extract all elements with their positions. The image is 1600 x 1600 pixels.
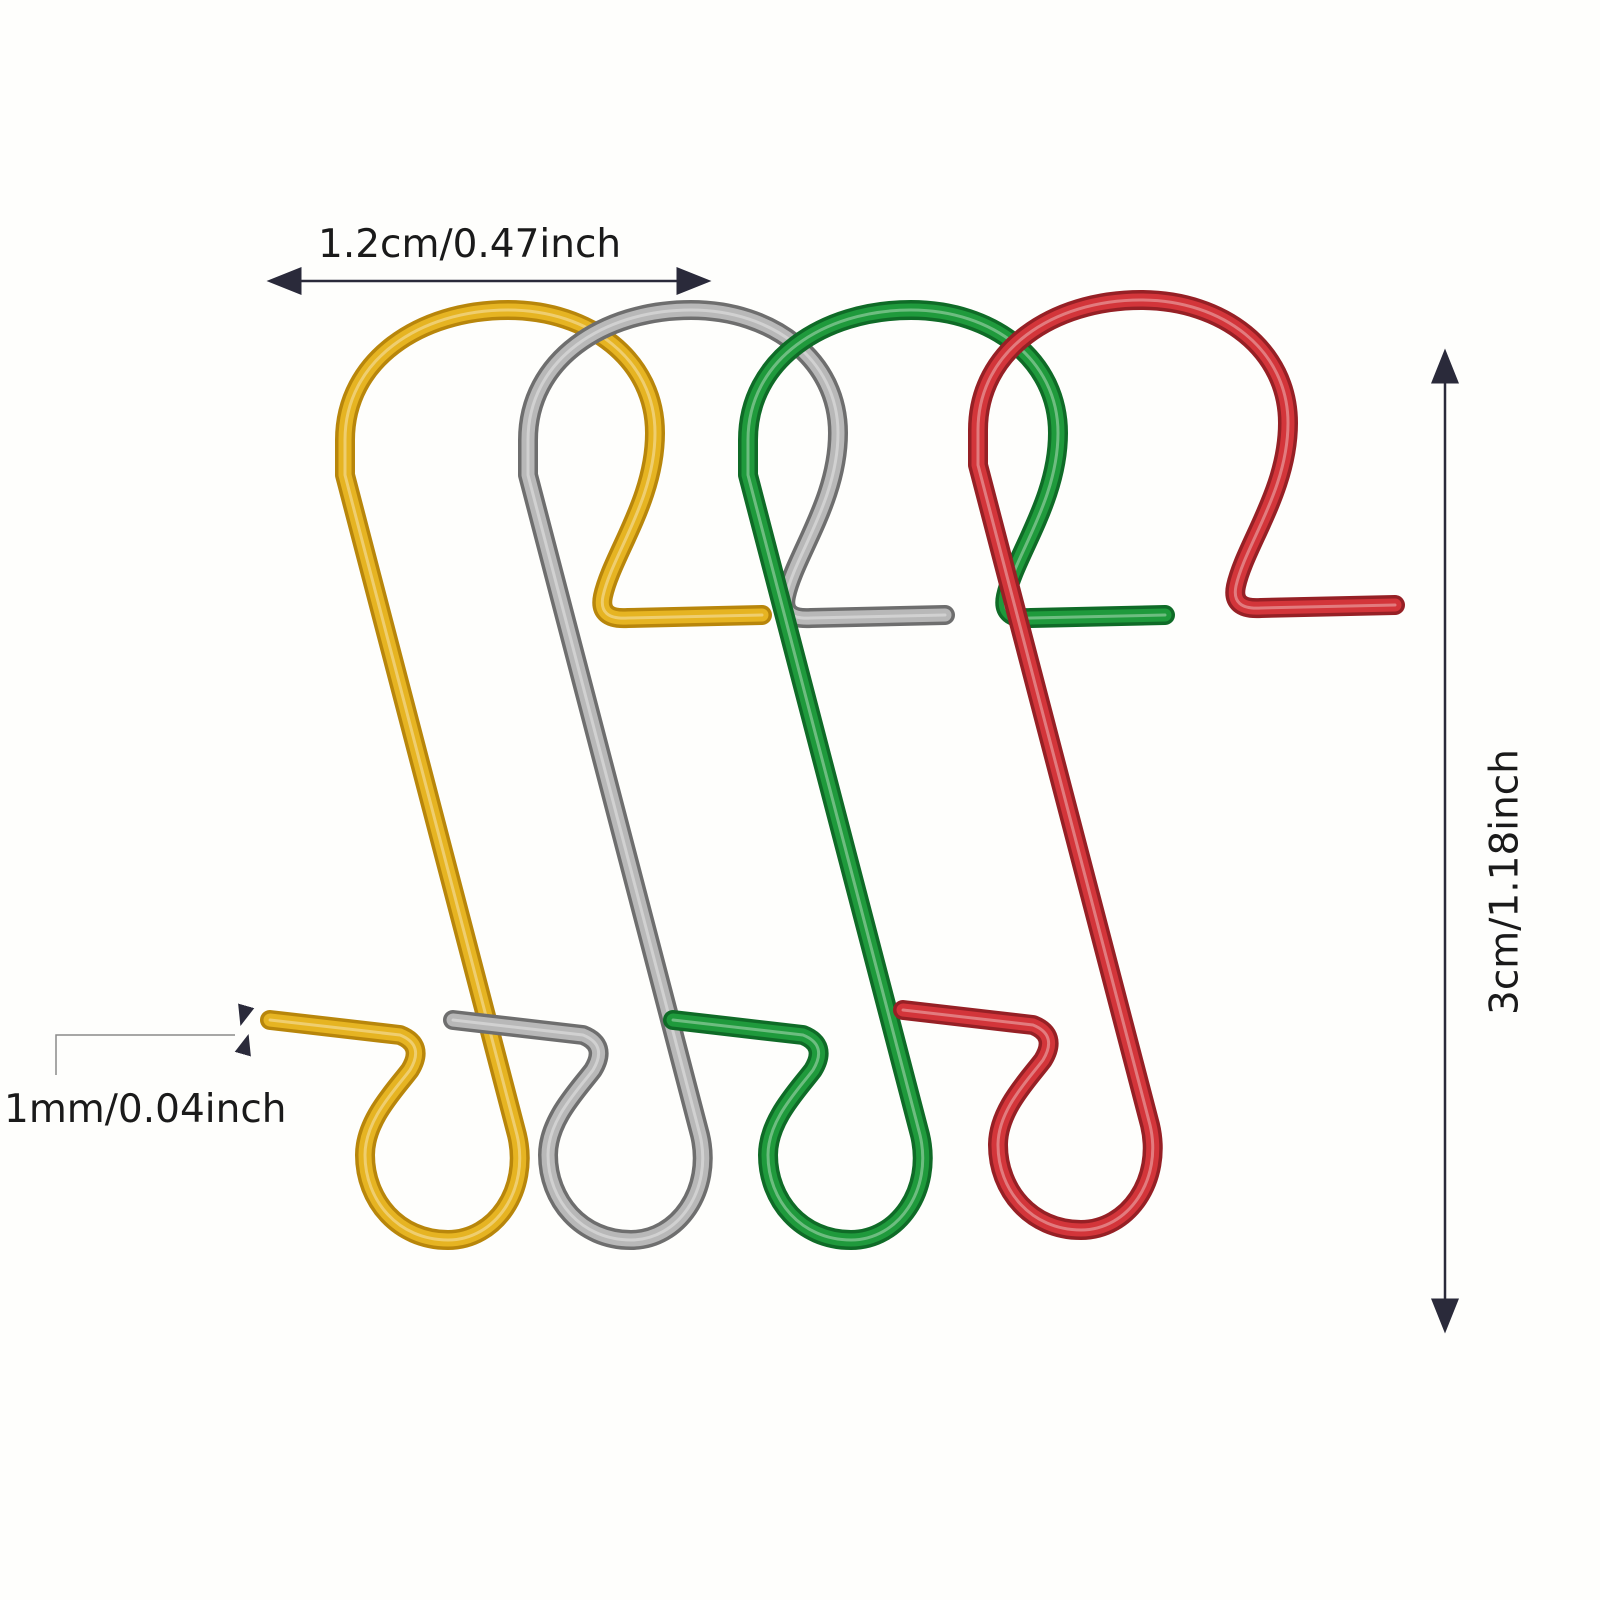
hooks-group — [260, 290, 1405, 1250]
wire-diameter-label: 1mm/0.04inch — [4, 1087, 287, 1132]
width-dimension-label: 1.2cm/0.47inch — [318, 222, 622, 267]
wire-diameter-indicator — [55, 1003, 255, 1075]
hook-gold — [260, 300, 772, 1250]
hook-green — [663, 300, 1175, 1250]
height-dimension-label: 3cm/1.18inch — [1482, 749, 1528, 1015]
hook-silver — [443, 300, 955, 1250]
hook-red — [893, 290, 1405, 1240]
